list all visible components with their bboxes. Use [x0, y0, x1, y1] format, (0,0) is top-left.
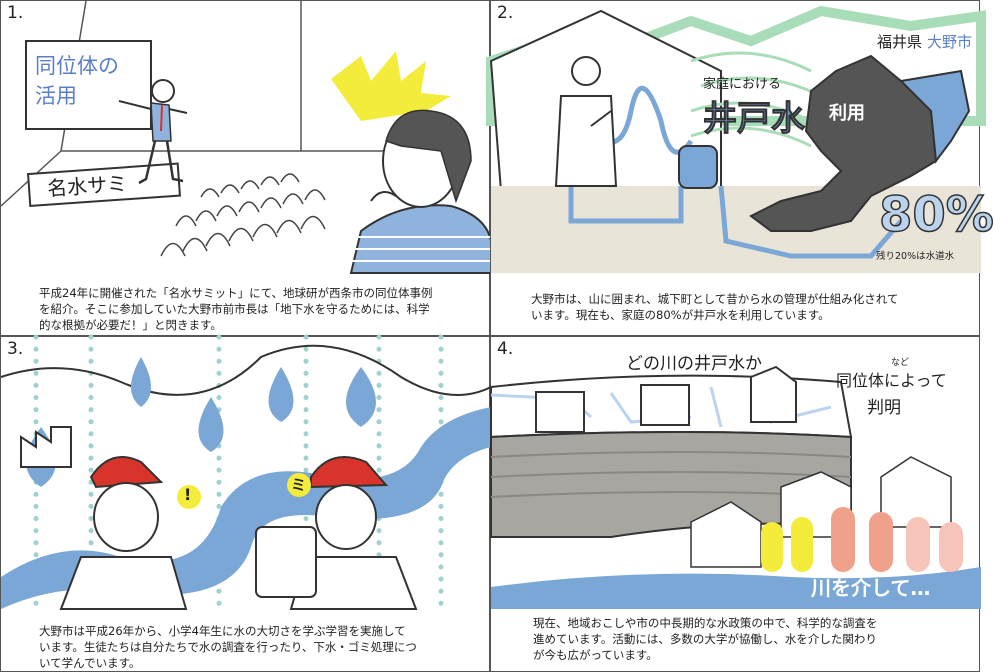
factory-icon [20, 426, 72, 468]
earth-cross-section [490, 431, 852, 538]
panel-number: 2. [497, 3, 514, 23]
panel-3-illustration [0, 334, 492, 612]
prefecture-label: 福井県 [877, 33, 923, 51]
mayor-figure [331, 51, 492, 274]
panel-3: 3. ! ミ 大野市は平成26年から、小学4年生に水の大切さを学ぶ学習を実施して… [0, 334, 492, 672]
result-text: 判明 [867, 398, 901, 418]
exclaim-mark-left: ! [184, 485, 192, 504]
student-left [59, 456, 188, 610]
method-text: 同位体によって [836, 371, 947, 390]
exclaim-mark-right: ミ [291, 476, 307, 494]
remainder-note: 残り20%は水道水 [876, 251, 955, 262]
banner-text: 名水サミ [46, 171, 128, 201]
panel-caption: 大野市は、山に囲まれ、城下町として昔から水の管理が仕組み化されて います。現在も… [531, 292, 899, 322]
panel-number: 1. [7, 3, 24, 23]
river [491, 567, 981, 609]
city-label: 大野市 [927, 33, 973, 51]
use-label: 利用 [829, 103, 865, 124]
clipboard [255, 526, 317, 598]
panel-4-illustration [490, 365, 981, 609]
ono-city-region [898, 69, 971, 164]
water-tank [678, 145, 718, 189]
panel-1: 1. 同位体の 活用 名水サミ 平成24年に開催された「名水サミット」にて、地球… [0, 0, 492, 336]
question-text: どの川の井戸水か [626, 354, 762, 374]
river-text: 川を介して… [811, 576, 931, 600]
person-figure [554, 56, 618, 187]
percent-text: 80% [878, 186, 994, 244]
panel-caption: 平成24年に開催された「名水サミット」にて、地球研が西条市の同位体事例 を紹介。… [39, 286, 433, 332]
panel-caption: 大野市は平成26年から、小学4年生に水の大切さを学ぶ学習を実施して います。生徒… [39, 624, 417, 670]
wells [535, 365, 797, 433]
whiteboard [25, 40, 152, 130]
panel-4: 4. どの川の井戸水か など 同位体によって 判明 川を介して… 現在、地域おこ… [490, 336, 981, 672]
panel-2-illustration [486, 5, 986, 273]
big-label: 井戸水 [703, 99, 806, 140]
student-right [255, 456, 418, 610]
method-small: など [891, 358, 910, 368]
panel-2: 2. 福井県 大野市 家庭における 井戸水 利用 80% 残り20%は水道水 大… [486, 0, 994, 336]
board-text: 同位体の 活用 [35, 54, 119, 108]
panel-caption: 現在、地域おこしや市の中長期的な水政策の中で、科学的な調査を 進めています。活動… [533, 616, 878, 662]
panel-number: 3. [7, 339, 24, 359]
panel-1-illustration [0, 0, 492, 274]
panel-number: 4. [497, 339, 514, 359]
small-label: 家庭における [703, 77, 782, 92]
people [761, 507, 963, 572]
audience [160, 173, 326, 257]
speaker-figure [118, 79, 188, 185]
